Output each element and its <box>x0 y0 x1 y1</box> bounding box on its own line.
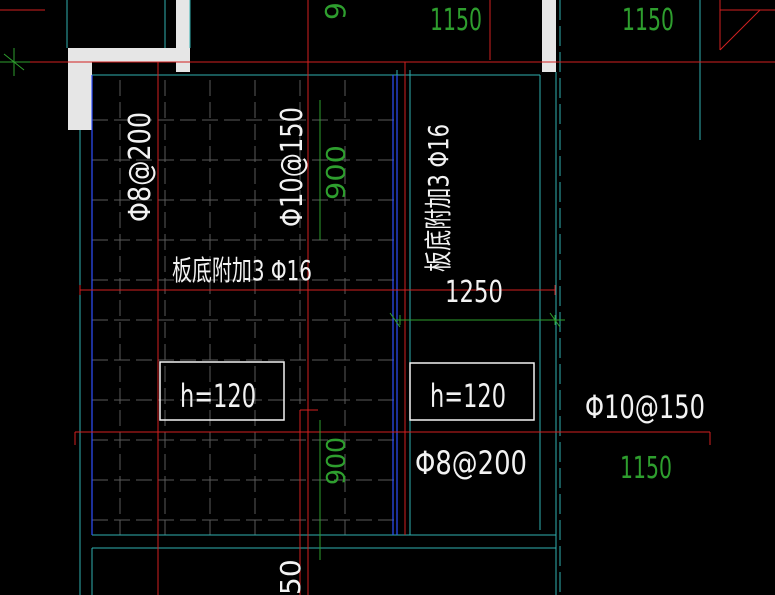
slab-thickness-box-left <box>159 361 285 421</box>
top-rotated-number: 9 <box>319 2 352 20</box>
rebar-label-bottom-horizontal: Φ8@200 <box>415 444 527 482</box>
bottom-partial-label: 50 <box>274 559 307 595</box>
rebar-label-center-vertical: Φ10@150 <box>275 107 310 227</box>
wall-top-left <box>68 48 190 62</box>
top-dimension-2: 1150 <box>622 3 674 38</box>
slab-thickness-left: h=120 <box>180 377 256 415</box>
slab-thickness-right: h=120 <box>430 377 506 415</box>
wall-left <box>68 48 92 130</box>
rebar-label-right-horizontal: Φ10@150 <box>585 388 705 426</box>
slab-grid-left <box>92 80 395 535</box>
dimension-1150-right: 1150 <box>620 451 672 486</box>
dimension-900-lower: 900 <box>322 437 352 485</box>
dimension-900-upper: 900 <box>322 145 352 200</box>
dimension-lines <box>0 48 565 560</box>
top-dimension-1: 1150 <box>430 3 482 38</box>
additional-bottom-rebar-vertical: 板底附加3 Φ16 <box>422 124 455 272</box>
slab-thickness-box-right <box>409 362 535 421</box>
dimension-1250: 1250 <box>445 275 503 310</box>
rebar-label-left-vertical: Φ8@200 <box>123 112 158 222</box>
blue-lines <box>91 75 398 535</box>
additional-bottom-rebar-horizontal: 板底附加3 Φ16 <box>172 254 312 287</box>
wall-upper <box>176 0 190 72</box>
wall-right <box>542 0 556 72</box>
